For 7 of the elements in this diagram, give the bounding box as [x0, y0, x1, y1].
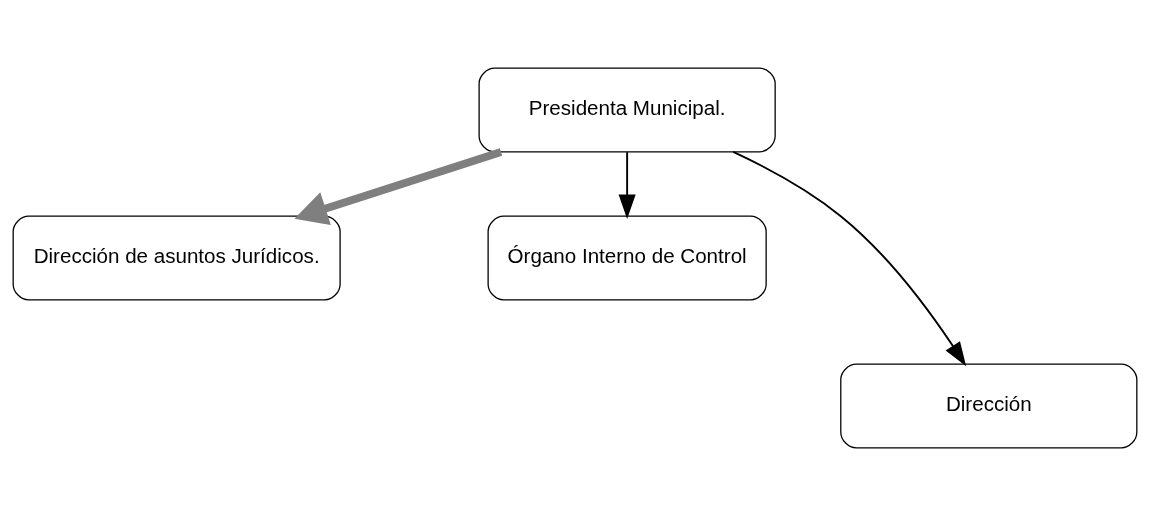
node-box: Dirección — [840, 363, 1138, 448]
node-box: Órgano Interno de Control — [487, 215, 767, 300]
arrow — [618, 150, 636, 219]
node-box: Dirección de asuntos Jurídicos. — [12, 215, 341, 300]
arrow — [732, 150, 967, 366]
node-box: Presidenta Municipal. — [478, 67, 776, 152]
arrow — [294, 147, 503, 225]
